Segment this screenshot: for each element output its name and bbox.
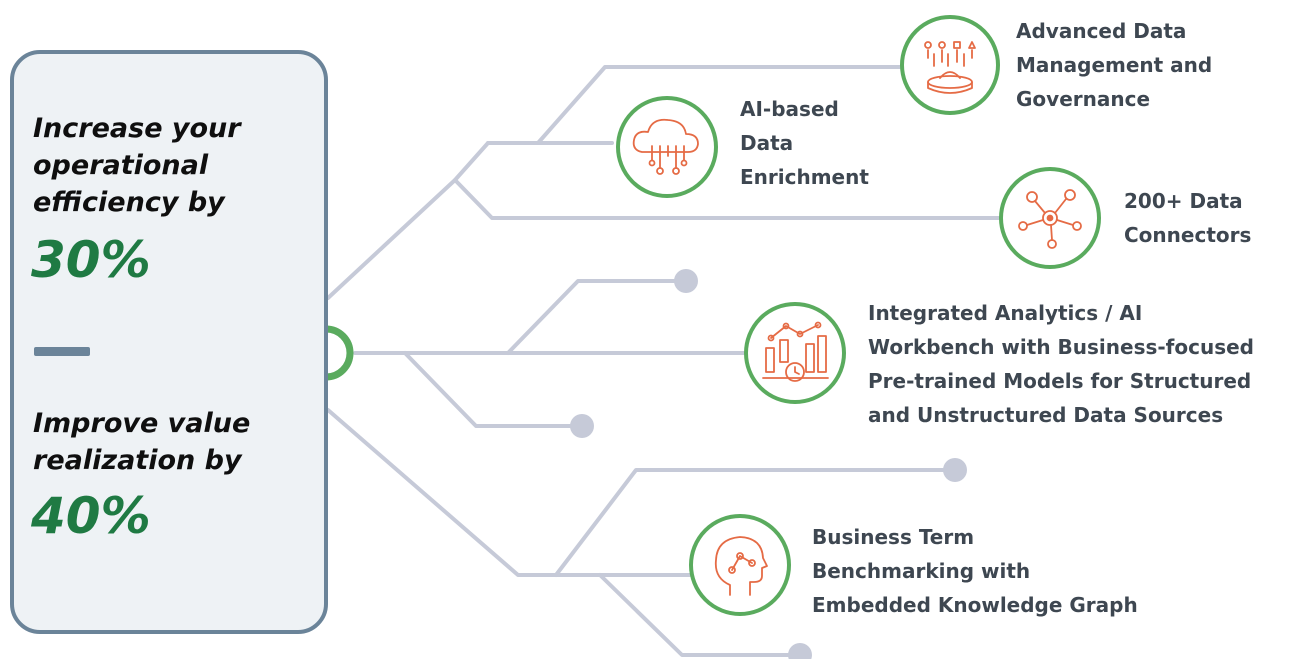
stat1-line: operational [33,150,209,181]
branch-end-dot [674,269,698,293]
stat1-line: Increase your [33,113,241,144]
feature-badge-analytics [744,302,846,404]
feature-label-analytics: Integrated Analytics / AI Workbench with… [868,296,1254,432]
feature-label-line: Workbench with Business-focused [868,335,1254,359]
feature-label-line: Embedded Knowledge Graph [812,593,1138,617]
data-governance-icon [924,41,976,94]
feature-badge-governance [900,15,1000,115]
branch-end-dot [570,414,594,438]
feature-badge-knowledge [689,514,791,616]
feature-label-line: Pre-trained Models for Structured [868,369,1252,393]
branch-end-dot [943,458,967,482]
stat2-line: realization by [33,445,242,476]
cloud-enrichment-icon [632,118,699,175]
feature-label-line: Benchmarking with [812,559,1031,583]
feature-label-connectors: 200+ Data Connectors [1124,184,1251,252]
stat2-value: 40% [31,487,151,545]
feature-label-governance: Advanced Data Management and Governance [1016,14,1212,116]
analytics-chart-icon [762,321,829,382]
feature-label-knowledge: Business Term Benchmarking with Embedded… [812,520,1138,622]
feature-label-line: Advanced Data [1016,19,1187,43]
feature-label-line: Connectors [1124,223,1252,247]
knowledge-head-icon [714,536,768,596]
feature-label-line: Business Term [812,525,975,549]
feature-badge-enrichment [616,96,718,198]
divider-dash [34,347,90,356]
feature-label-line: Data [740,131,794,155]
feature-badge-connectors [999,167,1101,269]
feature-label-line: Governance [1016,87,1151,111]
feature-label-line: Integrated Analytics / AI [868,301,1143,325]
feature-label-line: Management and [1016,53,1213,77]
stat1-line: efficiency by [33,187,225,218]
stat2-line: Improve value [33,408,251,439]
stat1-value: 30% [31,231,151,289]
stat2-text: Improve value realization by [33,405,250,479]
feature-label-line: AI-based [740,97,839,121]
connectors-network-icon [1018,189,1082,249]
feature-label-enrichment: AI-based Data Enrichment [740,92,869,194]
feature-label-line: and Unstructured Data Sources [868,403,1224,427]
stat1-text: Increase your operational efficiency by [33,110,241,221]
value-panel [10,50,328,634]
branch-end-dot [788,643,812,659]
feature-label-line: 200+ Data [1124,189,1243,213]
feature-label-line: Enrichment [740,165,869,189]
